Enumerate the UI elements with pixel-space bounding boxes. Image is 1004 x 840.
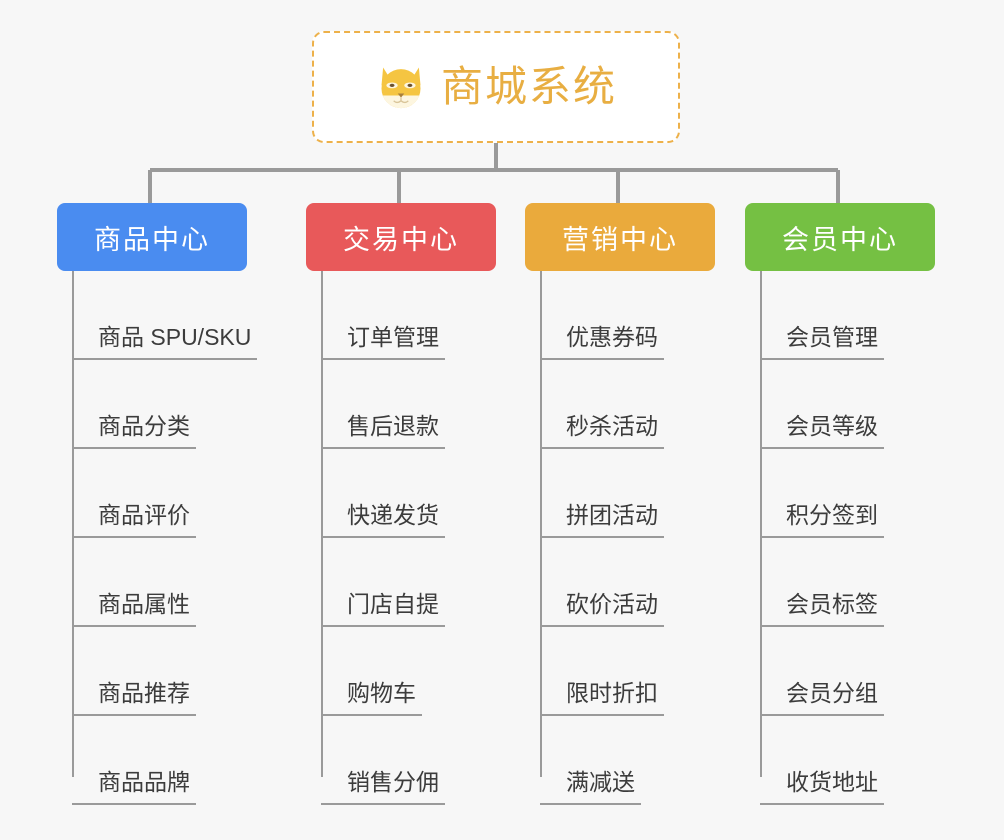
branch-head-label: 会员中心 xyxy=(782,224,898,255)
leaf-item-label: 商品 SPU/SKU xyxy=(98,323,258,360)
leaf-item-label: 商品品牌 xyxy=(98,768,196,805)
leaf-item[interactable]: 会员等级 xyxy=(760,360,935,449)
leaf-item-label: 会员管理 xyxy=(786,323,884,360)
leaf-item-label: 快递发货 xyxy=(347,501,445,538)
leaf-item-label: 会员标签 xyxy=(786,590,884,627)
leaf-item[interactable]: 会员管理 xyxy=(760,271,935,360)
leaf-item-label: 砍价活动 xyxy=(566,590,664,627)
leaf-item-label: 会员分组 xyxy=(786,679,884,716)
branch-head-product[interactable]: 商品中心 xyxy=(57,203,247,271)
branch-head-marketing[interactable]: 营销中心 xyxy=(525,203,715,271)
leaf-item-label: 秒杀活动 xyxy=(566,412,664,449)
leaf-item[interactable]: 商品品牌 xyxy=(72,716,247,805)
leaf-list-marketing: 优惠券码 秒杀活动 拼团活动 砍价活动 限时折扣 满减送 xyxy=(525,271,715,805)
leaf-item-label: 优惠券码 xyxy=(566,323,664,360)
leaf-list-product: 商品 SPU/SKU 商品分类 商品评价 商品属性 商品推荐 商品品牌 xyxy=(57,271,258,805)
leaf-item-label: 商品属性 xyxy=(98,590,196,627)
branch-head-label: 商品中心 xyxy=(94,224,210,255)
leaf-item-label: 商品推荐 xyxy=(98,679,196,716)
leaf-item[interactable]: 订单管理 xyxy=(321,271,496,360)
root-node[interactable]: 商城系统 xyxy=(312,31,680,143)
leaf-item[interactable]: 限时折扣 xyxy=(540,627,715,716)
branch-column-member: 会员中心 会员管理 会员等级 积分签到 会员标签 会员分组 收货地址 xyxy=(745,203,935,805)
leaf-item-label: 订单管理 xyxy=(347,323,445,360)
leaf-item[interactable]: 购物车 xyxy=(321,627,496,716)
leaf-item[interactable]: 拼团活动 xyxy=(540,449,715,538)
branch-column-trade: 交易中心 订单管理 售后退款 快递发货 门店自提 购物车 销售分佣 xyxy=(306,203,496,805)
leaf-item[interactable]: 砍价活动 xyxy=(540,538,715,627)
leaf-item-label: 满减送 xyxy=(566,768,641,805)
leaf-list-member: 会员管理 会员等级 积分签到 会员标签 会员分组 收货地址 xyxy=(745,271,935,805)
leaf-item-label: 限时折扣 xyxy=(566,679,664,716)
branch-head-member[interactable]: 会员中心 xyxy=(745,203,935,271)
leaf-item-label: 销售分佣 xyxy=(347,768,445,805)
leaf-item[interactable]: 会员标签 xyxy=(760,538,935,627)
leaf-item-label: 购物车 xyxy=(347,679,422,716)
leaf-item-label: 门店自提 xyxy=(347,590,445,627)
branch-head-label: 营销中心 xyxy=(562,224,678,255)
leaf-item-label: 商品评价 xyxy=(98,501,196,538)
leaf-item-label: 售后退款 xyxy=(347,412,445,449)
leaf-item[interactable]: 商品分类 xyxy=(72,360,247,449)
leaf-item[interactable]: 快递发货 xyxy=(321,449,496,538)
root-title: 商城系统 xyxy=(440,63,617,110)
leaf-item-label: 会员等级 xyxy=(786,412,884,449)
leaf-item[interactable]: 商品推荐 xyxy=(72,627,247,716)
leaf-item[interactable]: 门店自提 xyxy=(321,538,496,627)
leaf-item[interactable]: 会员分组 xyxy=(760,627,935,716)
leaf-item[interactable]: 秒杀活动 xyxy=(540,360,715,449)
leaf-item[interactable]: 满减送 xyxy=(540,716,715,805)
leaf-item[interactable]: 商品 SPU/SKU xyxy=(72,271,258,360)
branch-column-product: 商品中心 商品 SPU/SKU 商品分类 商品评价 商品属性 商品推荐 商品品牌 xyxy=(57,203,258,805)
leaf-item[interactable]: 销售分佣 xyxy=(321,716,496,805)
leaf-item-label: 收货地址 xyxy=(786,768,884,805)
leaf-item[interactable]: 收货地址 xyxy=(760,716,935,805)
branch-column-marketing: 营销中心 优惠券码 秒杀活动 拼团活动 砍价活动 限时折扣 满减送 xyxy=(525,203,715,805)
shiba-dog-icon xyxy=(381,67,421,109)
leaf-item-label: 积分签到 xyxy=(786,501,884,538)
leaf-item[interactable]: 商品属性 xyxy=(72,538,247,627)
leaf-item[interactable]: 商品评价 xyxy=(72,449,247,538)
leaf-item[interactable]: 优惠券码 xyxy=(540,271,715,360)
leaf-item-label: 拼团活动 xyxy=(566,501,664,538)
leaf-item[interactable]: 售后退款 xyxy=(321,360,496,449)
leaf-item[interactable]: 积分签到 xyxy=(760,449,935,538)
leaf-item-label: 商品分类 xyxy=(98,412,196,449)
branch-head-trade[interactable]: 交易中心 xyxy=(306,203,496,271)
leaf-list-trade: 订单管理 售后退款 快递发货 门店自提 购物车 销售分佣 xyxy=(306,271,496,805)
branch-head-label: 交易中心 xyxy=(343,224,459,255)
